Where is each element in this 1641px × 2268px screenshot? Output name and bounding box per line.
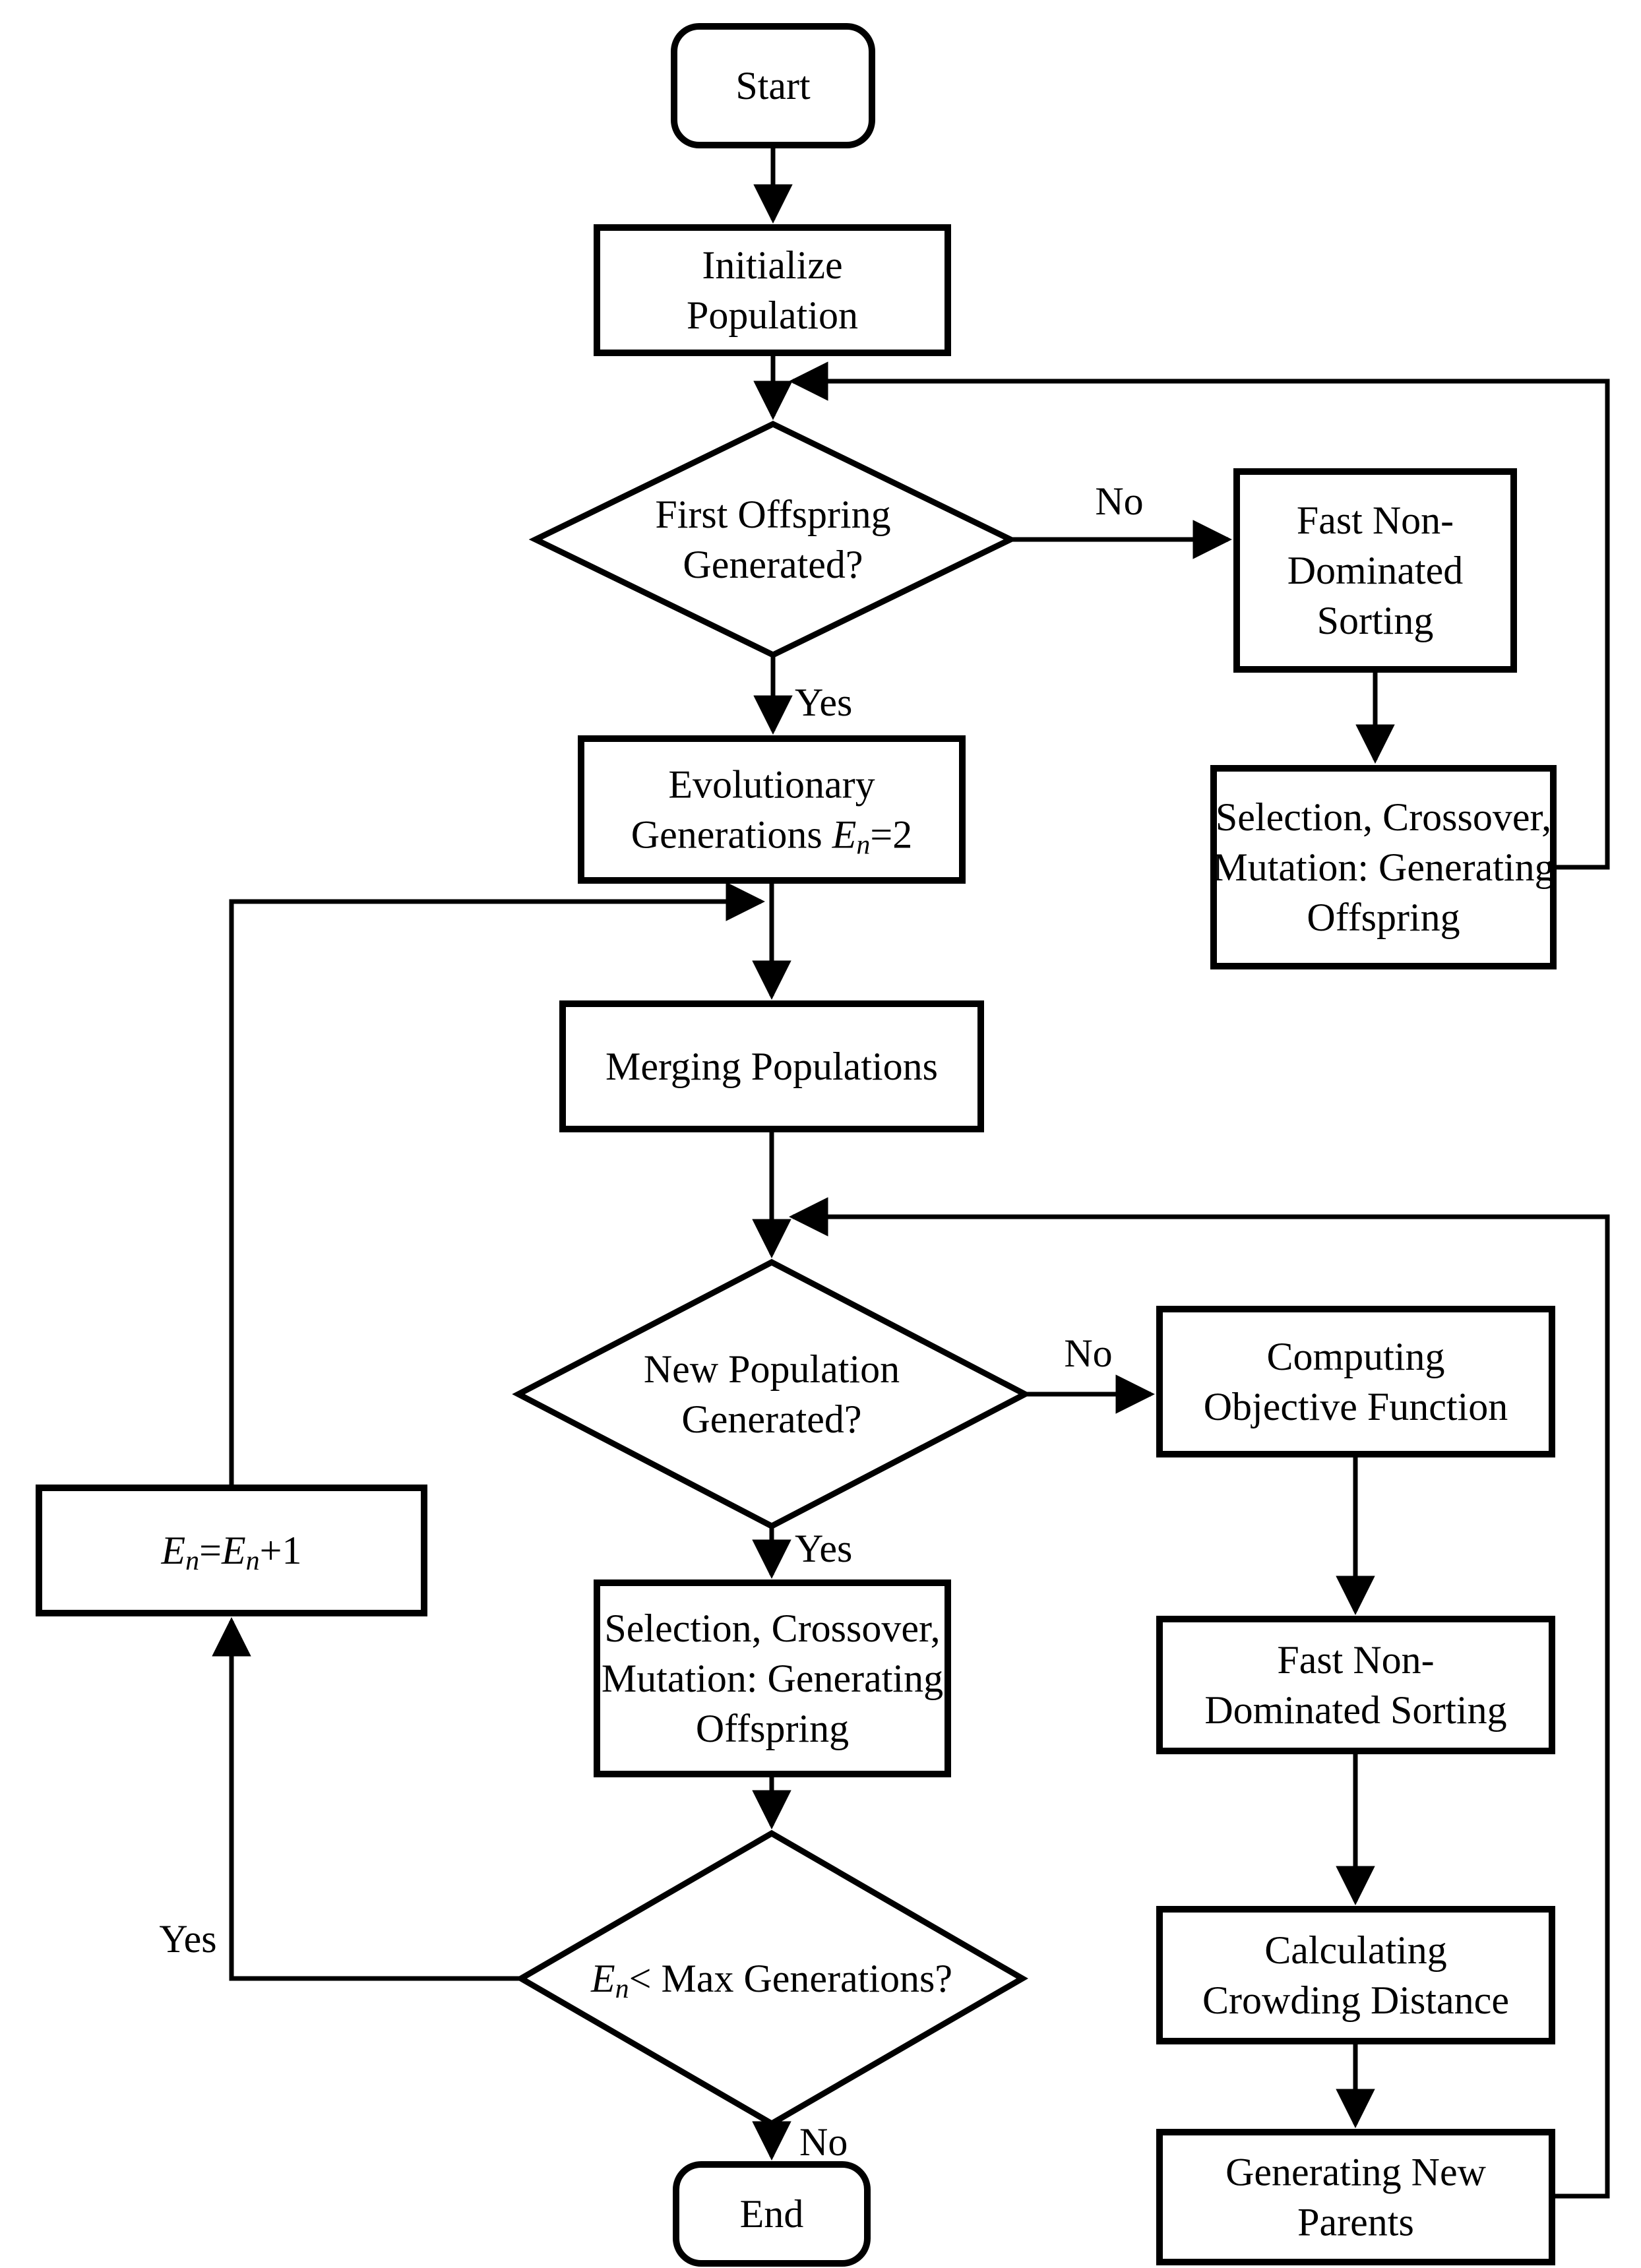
increment-generation-node-label: En=En+1	[161, 1529, 302, 1576]
fast-non-dominated-sorting-node-shape	[1233, 468, 1517, 673]
merging-populations-node-shape	[559, 1000, 984, 1132]
first-offspring-generated-decision-label: First Offspring	[655, 493, 890, 536]
first-offspring-generated-decision-label: Generated?	[683, 543, 863, 586]
selection-crossover-mutation-node-2: Selection, Crossover, Mutation: Generatin…	[594, 1579, 951, 1777]
increment-generation-node: En=En+1	[36, 1485, 427, 1616]
selection-crossover-mutation-node-2-shape	[594, 1579, 951, 1777]
start-node-label: Start	[735, 64, 811, 107]
merging-populations-node: Merging Populations	[559, 1000, 984, 1132]
fast-non-dominated-sorting-node-2: Fast Non- Dominated Sorting	[1156, 1616, 1555, 1754]
end-node: End	[673, 2161, 871, 2267]
max-generations-decision-label: En< Max Generations?	[590, 1957, 952, 2004]
selection-crossover-mutation-node-2-label: Offspring	[696, 1707, 849, 1750]
fast-non-dominated-sorting-node-label: Dominated	[1287, 549, 1464, 592]
selection-crossover-mutation-node-2-label: Mutation: Generating	[602, 1657, 943, 1700]
evolutionary-generations-node-label: Generations En=2	[631, 813, 912, 861]
max-generations-decision: En< Max Generations?	[515, 1829, 1028, 2128]
calculating-crowding-distance-node-label: Crowding Distance	[1202, 1978, 1509, 2022]
generating-new-parents-node-label: Parents	[1297, 2201, 1414, 2244]
decision1-no-arrow-label: No	[1095, 479, 1143, 523]
computing-objective-function-node-label: Computing	[1266, 1335, 1444, 1378]
new-population-generated-decision-label: Generated?	[681, 1397, 861, 1441]
fast-non-dominated-sorting-node-label: Fast Non-	[1297, 499, 1454, 542]
initialize-population-node-label: Population	[687, 293, 858, 337]
evolutionary-generations-node-label: Evolutionary	[668, 763, 875, 807]
selection-crossover-mutation-node-label: Offspring	[1307, 896, 1460, 939]
computing-objective-function-node-shape	[1156, 1306, 1555, 1457]
initialize-population-node-label: Initialize	[702, 243, 842, 287]
decision3-yes-arrow-label: Yes	[159, 1917, 216, 1961]
decision2-yes-arrow-label: Yes	[795, 1527, 852, 1570]
end-node-shape	[673, 2161, 871, 2267]
selection-crossover-mutation-node-label: Selection, Crossover,	[1216, 795, 1551, 839]
evolutionary-generations-node-shape	[578, 735, 966, 884]
fast-non-dominated-sorting-node-label: Sorting	[1317, 599, 1434, 642]
start-node-shape	[671, 23, 875, 148]
new-population-generated-decision-shape	[512, 1258, 1032, 1530]
computing-objective-function-node-label: Objective Function	[1204, 1385, 1508, 1428]
decision2-no-arrow-label: No	[1064, 1332, 1112, 1375]
generating-new-parents-node-shape	[1156, 2129, 1555, 2265]
generating-new-parents-node-label: Generating New	[1225, 2151, 1487, 2194]
fast-non-dominated-sorting-node-2-label: Fast Non-	[1277, 1638, 1434, 1682]
fast-non-dominated-sorting-node-2-shape	[1156, 1616, 1555, 1754]
increment-generation-node-shape	[36, 1485, 427, 1616]
initialize-population-node-shape	[594, 224, 951, 356]
calculating-crowding-distance-node-label: Calculating	[1264, 1928, 1447, 1972]
decision1-yes-arrow-label: Yes	[795, 681, 852, 724]
calculating-crowding-distance-node-shape	[1156, 1906, 1555, 2044]
end-node-label: End	[740, 2192, 804, 2236]
selection-crossover-mutation-node-label: Mutation: Generating	[1212, 845, 1554, 889]
decision3-no-arrow-label: No	[799, 2120, 848, 2164]
increment-loop-return	[229, 882, 765, 1488]
new-parents-loop-return	[789, 1197, 1610, 2199]
fast-non-dominated-sorting-node-2-label: Dominated Sorting	[1204, 1688, 1506, 1732]
new-population-generated-decision-label: New Population	[644, 1347, 900, 1391]
selection-crossover-mutation-node: Selection, Crossover, Mutation: Generatin…	[1210, 765, 1557, 969]
first-offspring-generated-decision-shape	[528, 420, 1018, 659]
max-generations-decision-shape	[515, 1829, 1028, 2128]
selection-crossover-mutation-node-2-label: Selection, Crossover,	[604, 1607, 940, 1650]
start-node: Start	[671, 23, 875, 148]
decision3-yes-arrow	[212, 1617, 521, 1981]
offspring-loop-return	[789, 361, 1610, 870]
selection-crossover-mutation-node-shape	[1210, 765, 1557, 969]
merging-populations-node-label: Merging Populations	[605, 1045, 938, 1088]
